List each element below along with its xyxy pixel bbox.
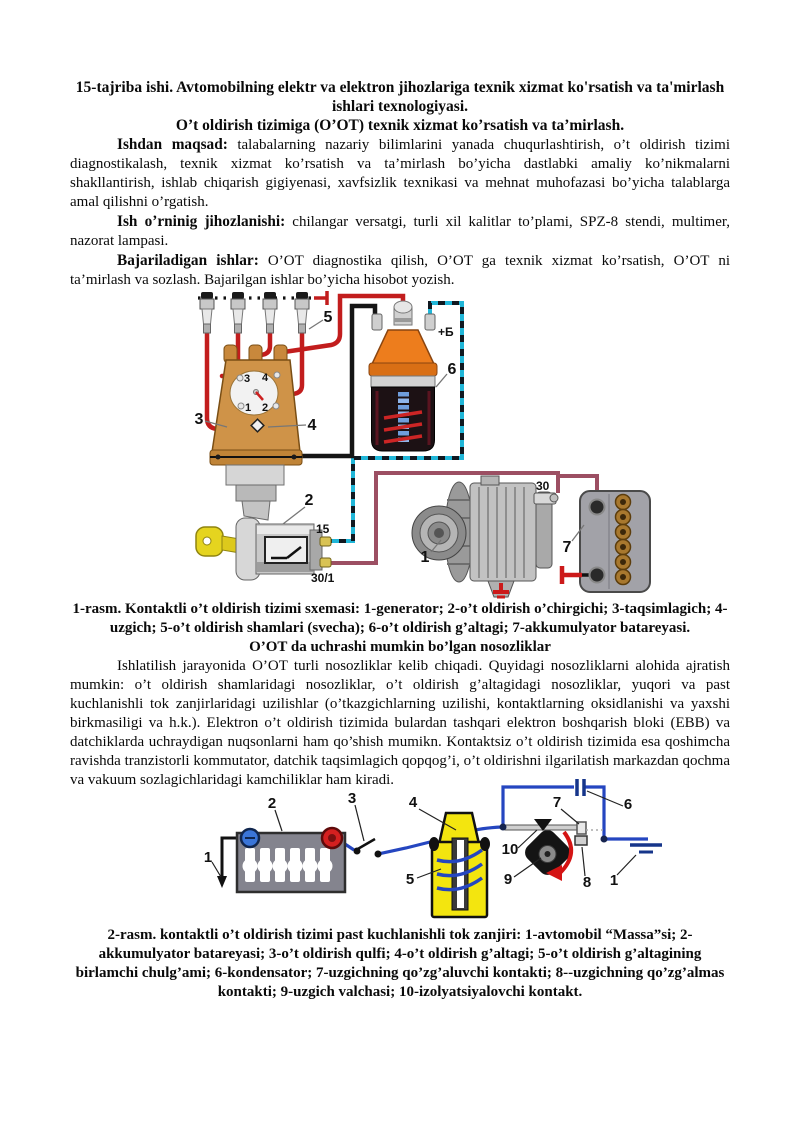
cap-number-4: 4 [262,372,269,384]
cap-number-3: 3 [244,373,250,385]
callout-battery: 7 [563,539,572,556]
paragraph-tasks-lead: Bajariladigan ishlar: [117,252,259,269]
ignition-coil-fig2 [429,811,490,919]
callout-battery2: 2 [268,795,276,812]
callout-moving-contact: 7 [553,794,561,811]
battery [559,490,651,593]
callout-coil: 6 [448,361,457,378]
figure2-caption: 2-rasm. kontaktli o’t oldirish tizimi pa… [75,927,725,1000]
terminal-30-label: 30 [536,479,550,493]
breaker-assembly [499,819,608,881]
callout-fixed-contact: 8 [583,874,591,891]
callout-spark-plug: 5 [324,309,333,326]
coil-windings [383,392,423,444]
switch-to-coil-wire [331,301,464,543]
spark-plugs [199,292,310,334]
document-subtitle: O’t oldirish tizimiga (O’OT) texnik xizm… [175,117,625,134]
callout-coil2: 4 [409,794,418,811]
generator-ground-symbol [493,583,509,599]
document-title: 15-tajriba ishi. Avtomobilning elektr va… [75,79,725,115]
callout-ground-left: 1 [204,849,212,866]
callout-generator: 1 [421,549,430,566]
paragraph-objective-lead: Ishdan maqsad: [117,136,228,153]
section-heading: O’OT da uchrashi mumkin bo’lgan nosozlik… [249,639,551,655]
callout-distributor: 3 [195,411,204,428]
paragraph-faults: Ishlatilish jarayonida O’OT turli nosozl… [70,658,730,788]
figure1-caption: 1-rasm. Kontaktli o’t oldirish tizimi sx… [72,601,728,636]
callout-insulated-contact: 10 [502,841,519,858]
primary-black-wire [298,303,378,459]
battery-fig2 [235,826,347,894]
paragraph-equipment: Ish o’rninig jihozlanishi: chilangar ver… [70,213,731,249]
callout-ground-right: 1 [610,872,618,889]
callout-cam: 9 [504,871,512,888]
callout-capacitor: 6 [624,796,632,813]
ignition-switch: 15 30/1 [195,517,335,585]
callout-switch: 2 [305,492,314,509]
callout-breaker: 4 [308,417,317,434]
ignition-lock-switch [353,837,382,858]
distributor: 3 4 1 2 [209,344,303,521]
figure2-low-voltage-circuit: 1 2 3 4 5 6 7 10 9 8 1 [204,779,662,919]
paragraph-objective: Ishdan maqsad: talabalarning nazariy bil… [70,136,730,210]
capacitor [575,779,586,796]
terminal-30-1-label: 30/1 [311,571,335,585]
figure1-ignition-system-schematic: 3 4 1 2 [195,291,651,599]
cap-number-1: 1 [245,402,251,414]
callout-winding: 5 [406,871,414,888]
generator: 30 [411,475,559,599]
ground-right-symbol [630,843,662,854]
massa-ground-left [217,836,240,888]
terminal-15-label: 15 [316,522,330,536]
cap-number-2: 2 [262,402,268,414]
paragraph-equipment-lead: Ish o’rninig jihozlanishi: [117,213,286,230]
callout-lock: 3 [348,790,356,807]
primary-winding [436,848,484,892]
battery-cell-caps [614,493,632,586]
plug-dotted-line [198,291,329,305]
ignition-coil [368,300,438,452]
battery-cells [242,848,333,882]
figure1-callouts: 5 3 4 2 6 +Б 1 7 [195,309,585,566]
terminal-b-label: +Б [438,325,454,339]
paragraph-tasks: Bajariladigan ishlar: O’OT diagnostika q… [70,252,730,288]
figure2-callouts: 1 2 3 4 5 6 7 10 9 8 1 [204,790,637,891]
battery-ground-symbol [559,566,582,584]
